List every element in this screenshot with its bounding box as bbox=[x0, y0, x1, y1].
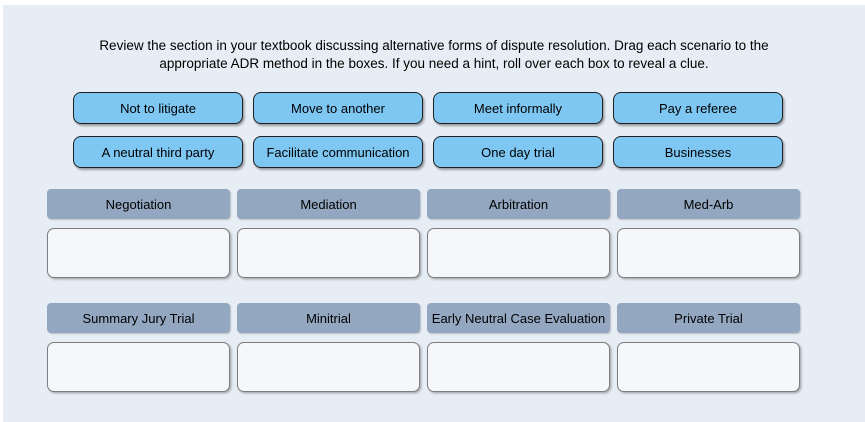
instructions-line-2: appropriate ADR method in the boxes. If … bbox=[159, 56, 709, 71]
category-header-private-trial: Private Trial bbox=[617, 303, 800, 333]
chip-a-neutral-third-party[interactable]: A neutral third party bbox=[73, 136, 243, 168]
quiz-panel: Review the section in your textbook disc… bbox=[3, 5, 865, 422]
category-header-minitrial: Minitrial bbox=[237, 303, 420, 333]
dropzone-med-arb[interactable] bbox=[617, 228, 800, 278]
category-header-early-neutral-case-evaluation: Early Neutral Case Evaluation bbox=[427, 303, 610, 333]
category-header-negotiation: Negotiation bbox=[47, 189, 230, 219]
instructions-line-1: Review the section in your textbook disc… bbox=[99, 38, 769, 53]
adr-categories-row-1: Negotiation Mediation Arbitration Med-Ar… bbox=[47, 189, 800, 278]
chip-businesses[interactable]: Businesses bbox=[613, 136, 783, 168]
dropzone-minitrial[interactable] bbox=[237, 342, 420, 392]
dropzone-early-neutral-case-evaluation[interactable] bbox=[427, 342, 610, 392]
instructions: Review the section in your textbook disc… bbox=[3, 37, 865, 73]
chip-move-to-another[interactable]: Move to another bbox=[253, 92, 423, 124]
category-header-summary-jury-trial: Summary Jury Trial bbox=[47, 303, 230, 333]
category-header-arbitration: Arbitration bbox=[427, 189, 610, 219]
chip-not-to-litigate[interactable]: Not to litigate bbox=[73, 92, 243, 124]
chip-bank: Not to litigate Move to another Meet inf… bbox=[73, 92, 783, 168]
chip-pay-a-referee[interactable]: Pay a referee bbox=[613, 92, 783, 124]
dropzone-summary-jury-trial[interactable] bbox=[47, 342, 230, 392]
adr-categories-row-2: Summary Jury Trial Minitrial Early Neutr… bbox=[47, 303, 800, 392]
chip-meet-informally[interactable]: Meet informally bbox=[433, 92, 603, 124]
dropzone-private-trial[interactable] bbox=[617, 342, 800, 392]
dropzone-mediation[interactable] bbox=[237, 228, 420, 278]
dropzone-arbitration[interactable] bbox=[427, 228, 610, 278]
chip-one-day-trial[interactable]: One day trial bbox=[433, 136, 603, 168]
category-header-med-arb: Med-Arb bbox=[617, 189, 800, 219]
chip-facilitate-communication[interactable]: Facilitate communication bbox=[253, 136, 423, 168]
dropzone-negotiation[interactable] bbox=[47, 228, 230, 278]
category-header-mediation: Mediation bbox=[237, 189, 420, 219]
